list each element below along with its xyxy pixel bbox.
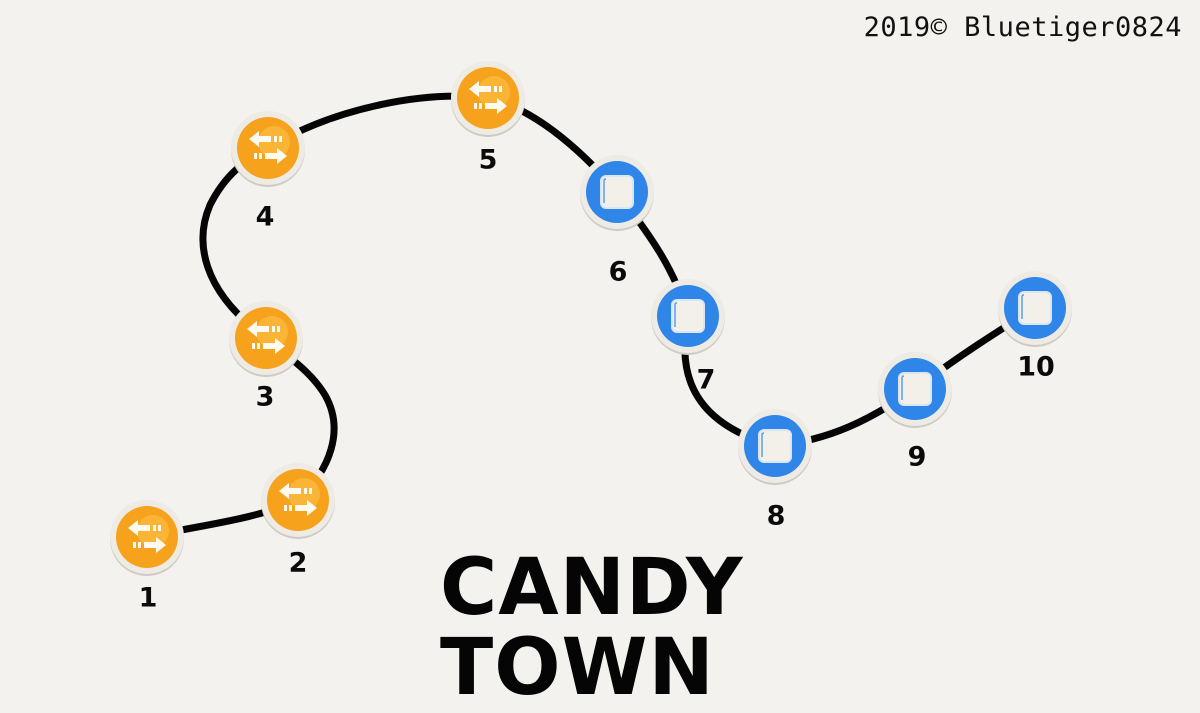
level-label-8: 8 [766,500,786,532]
level-label-3: 3 [255,381,275,413]
level-label-4: 4 [255,201,275,233]
level-label-2: 2 [288,547,308,579]
level-label-9: 9 [907,441,927,473]
level-label-7: 7 [696,364,716,396]
level-node-5[interactable] [449,59,527,137]
level-node-8[interactable] [736,407,814,485]
square-block-icon [651,279,725,355]
level-label-5: 5 [478,144,498,176]
level-node-10[interactable] [996,269,1074,347]
swap-arrows-icon [110,500,184,576]
world-title: CANDY TOWN [440,543,744,713]
swap-arrows-icon [261,463,335,539]
level-node-7[interactable] [649,277,727,355]
copyright-text: 2019© Bluetiger0824 [863,12,1182,43]
square-block-icon [998,271,1072,347]
square-block-icon [580,155,654,231]
swap-arrows-icon [231,111,305,187]
swap-arrows-icon [229,301,303,377]
level-node-6[interactable] [578,153,656,231]
swap-arrows-icon [451,61,525,137]
square-block-icon [878,352,952,428]
level-node-1[interactable] [108,498,186,576]
square-block-icon [738,409,812,485]
level-node-2[interactable] [259,461,337,539]
level-label-1: 1 [138,582,158,614]
level-node-4[interactable] [229,109,307,187]
level-label-6: 6 [608,256,628,288]
level-node-3[interactable] [227,299,305,377]
level-label-10: 10 [1017,351,1055,383]
level-node-9[interactable] [876,350,954,428]
